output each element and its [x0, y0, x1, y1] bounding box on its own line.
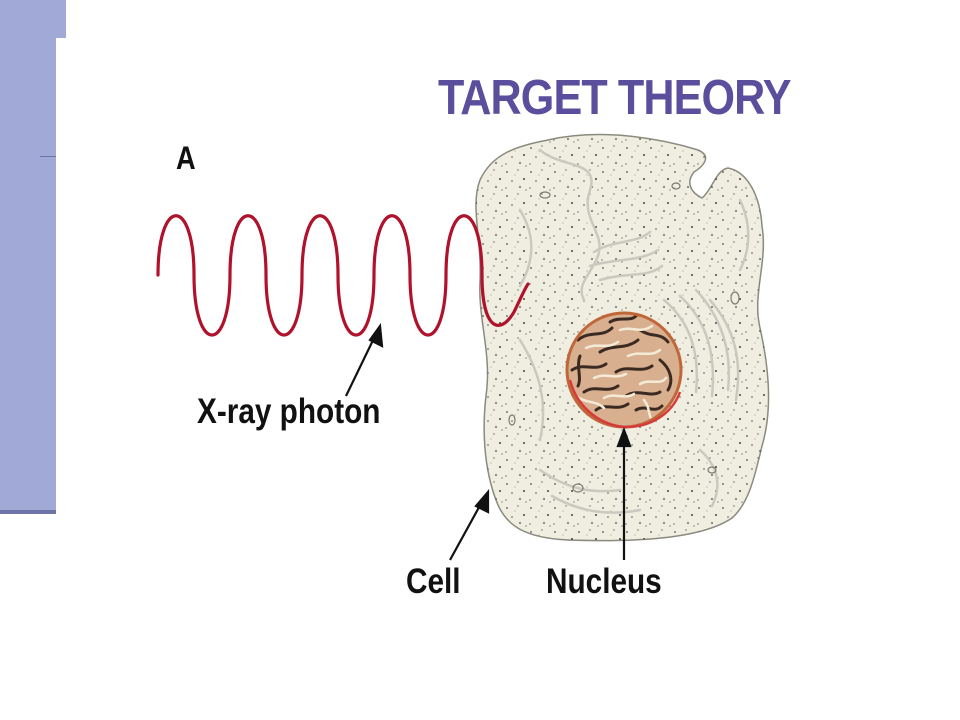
side-band	[0, 38, 56, 512]
panel-label: A	[176, 140, 196, 176]
nucleus-label: Nucleus	[546, 562, 662, 601]
side-tick	[40, 156, 56, 157]
photon-arrow-head	[368, 322, 384, 348]
side-band-top	[0, 0, 66, 38]
xray-photon-label: X-ray photon	[197, 392, 381, 431]
cell-arrow-line	[449, 499, 484, 561]
cell-organelles	[518, 148, 750, 514]
label-arrows	[345, 322, 632, 561]
nucleus-arrow-head	[616, 426, 632, 448]
side-rule	[0, 510, 56, 514]
nucleus-chromatin	[570, 314, 673, 424]
slide-title: TARGET THEORY	[438, 71, 792, 125]
cell-arrow-head	[474, 489, 490, 514]
xray-wave	[156, 214, 530, 337]
cell-label: Cell	[406, 562, 461, 601]
photon-arrow-line	[345, 333, 377, 397]
cell-vesicles	[508, 182, 740, 493]
